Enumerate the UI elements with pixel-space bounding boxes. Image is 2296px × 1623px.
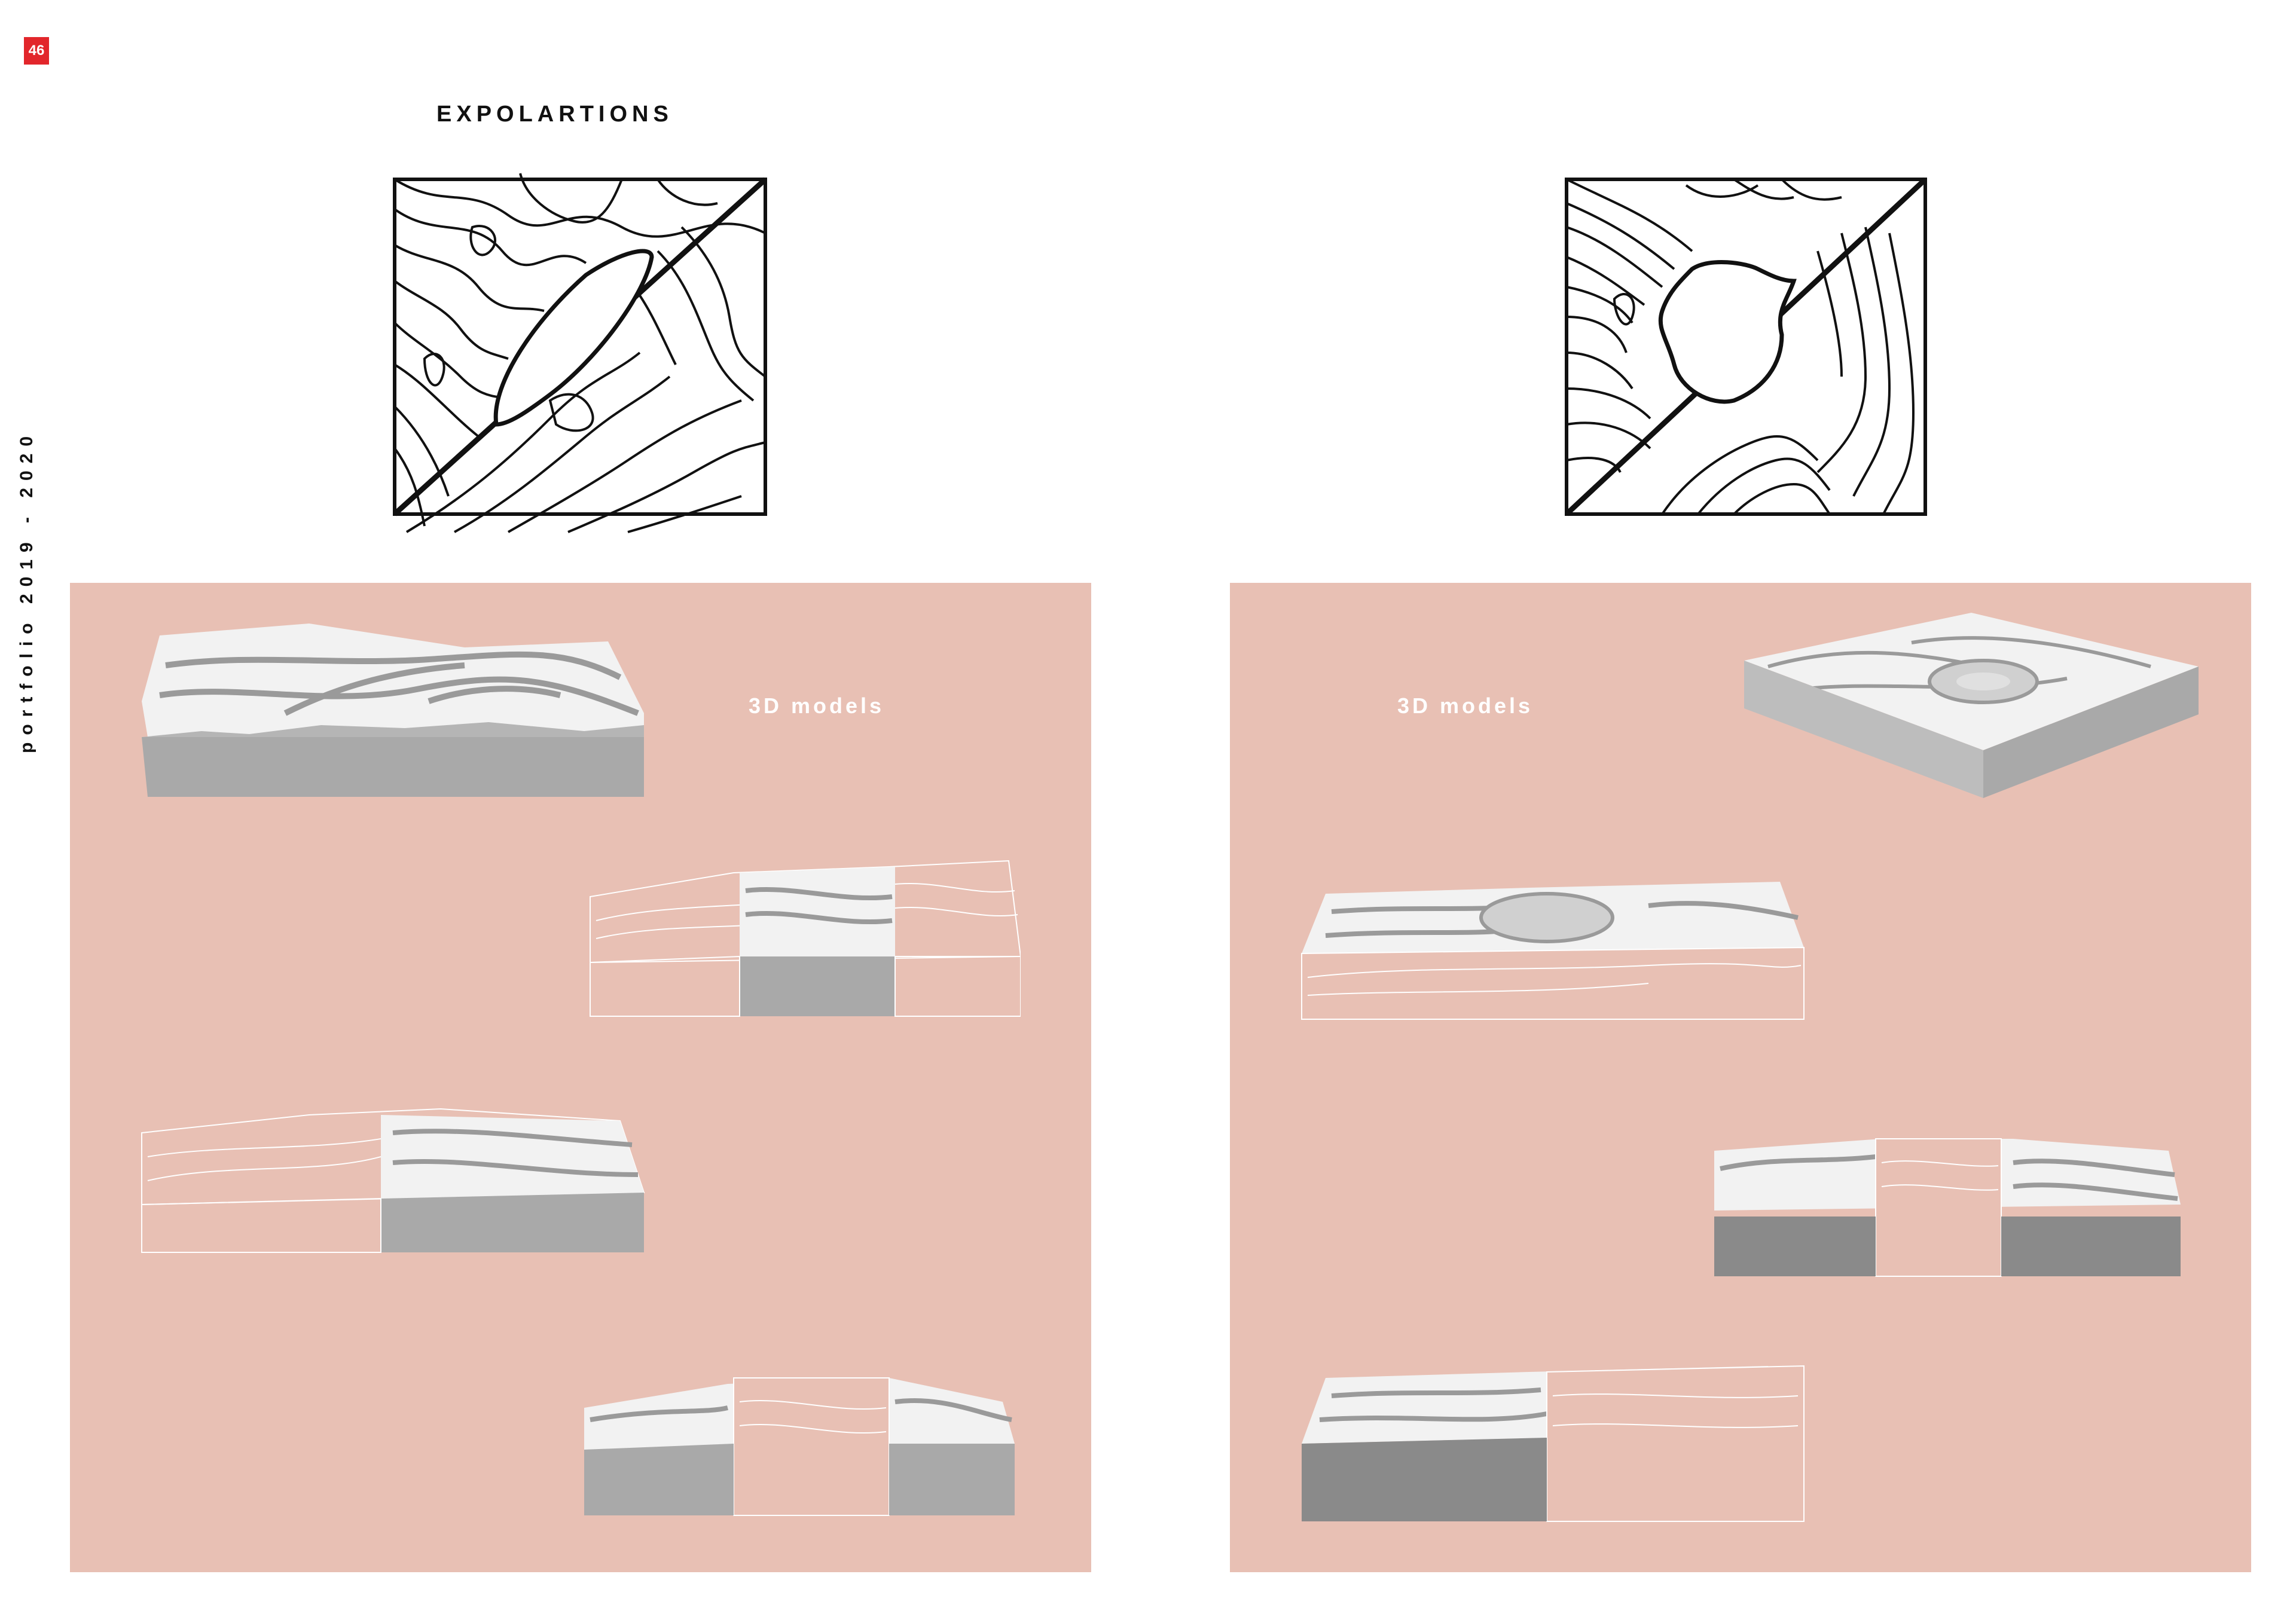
panel-label-3d-models: 3D models <box>749 693 885 718</box>
terrain-model <box>1714 1138 2181 1277</box>
contour-plan-right <box>1531 161 1949 550</box>
portfolio-side-label: portfolio 2019 - 2020 <box>17 429 36 753</box>
contour-plan-left <box>371 161 789 550</box>
page-number-badge: 46 <box>24 37 49 65</box>
terrain-model <box>1744 613 2199 798</box>
page-title: EXPOLARTIONS <box>436 102 673 127</box>
terrain-model <box>584 1377 1015 1516</box>
panel-label-3d-models: 3D models <box>1397 693 1534 718</box>
terrain-model <box>590 860 1021 1017</box>
terrain-model <box>1301 882 1805 1020</box>
terrain-model <box>1302 1365 1805 1522</box>
models-panel-right: 3D models <box>1230 583 2251 1572</box>
terrain-model <box>141 1108 645 1253</box>
terrain-model <box>142 623 644 797</box>
models-panel-left: 3D models <box>70 583 1091 1572</box>
